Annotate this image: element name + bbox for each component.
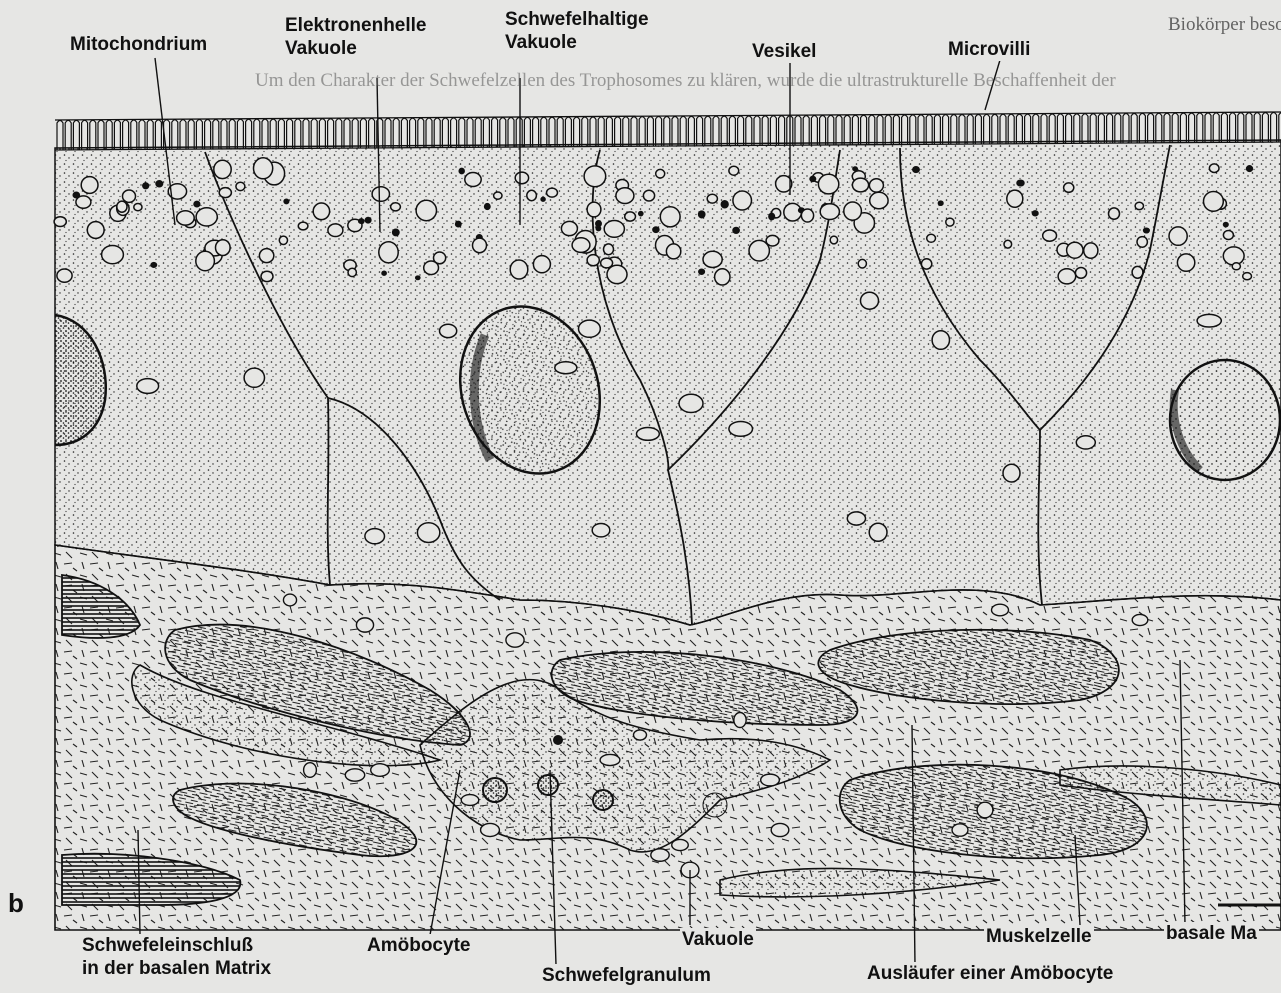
label-schwefeleinschluss-line2: in der basalen Matrix <box>82 957 271 980</box>
label-schwefeleinschluss-line1: Schwefeleinschluß <box>82 934 271 957</box>
label-elektronenhelle-line2: Vakuole <box>285 37 427 60</box>
label-elektronenhelle-line1: Elektronenhelle <box>285 14 427 37</box>
panel-letter: b <box>8 888 24 919</box>
label-schwefelhaltige: Schwefelhaltige Vakuole <box>503 8 651 54</box>
label-basale: basale Ma <box>1164 922 1259 945</box>
bleed-text-line-2: Um den Charakter der Schwefelzellen des … <box>255 70 1281 92</box>
label-microvilli: Microvilli <box>946 38 1032 61</box>
label-schwefelgranulum: Schwefelgranulum <box>540 964 713 987</box>
label-elektronenhelle: Elektronenhelle Vakuole <box>283 14 429 60</box>
label-vesikel: Vesikel <box>750 40 818 63</box>
bleed-text-line-1: Biokörper besonders stark. Dies hat auch… <box>1168 14 1281 36</box>
label-vakuole: Vakuole <box>680 928 756 951</box>
label-mitochondrium: Mitochondrium <box>68 33 209 56</box>
label-schwefelhaltige-line1: Schwefelhaltige <box>505 8 649 31</box>
label-amoebocyte: Amöbocyte <box>365 934 472 957</box>
label-schwefeleinschluss: Schwefeleinschluß in der basalen Matrix <box>80 934 273 980</box>
label-auslaeufer: Ausläufer einer Amöbocyte <box>865 962 1115 985</box>
label-schwefelhaltige-line2: Vakuole <box>505 31 649 54</box>
label-muskelzelle: Muskelzelle <box>984 925 1094 948</box>
